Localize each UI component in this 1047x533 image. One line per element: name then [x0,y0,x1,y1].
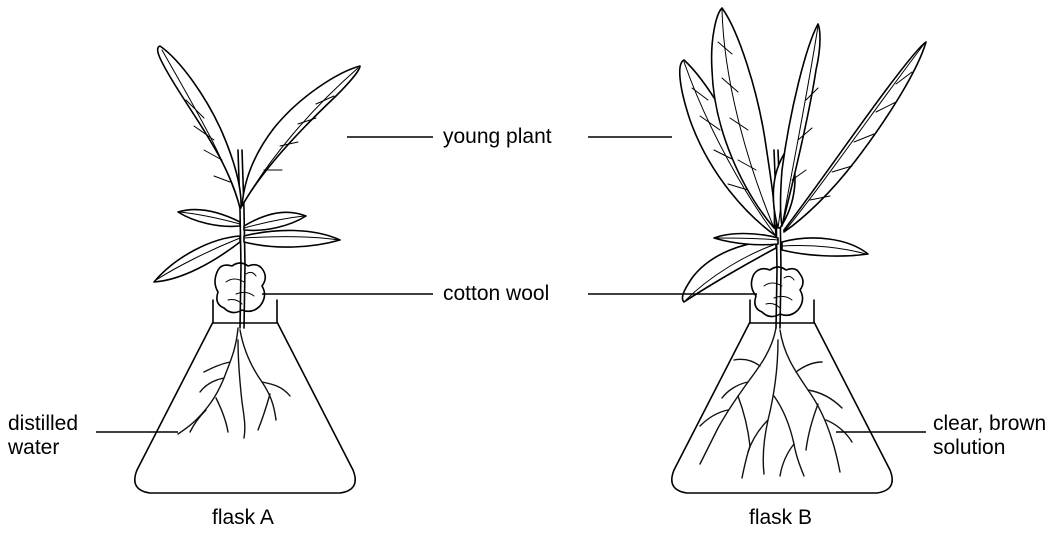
label-flask-a: flask A [212,506,274,530]
label-water: water [8,436,59,460]
label-solution: solution [933,436,1005,460]
label-flask-b: flask B [749,506,812,530]
label-cotton-wool: cotton wool [443,282,549,306]
flask-a [135,300,355,493]
flask-a-body [135,300,355,493]
flask-a-leaves [154,46,360,282]
flask-a-roots [178,328,290,438]
label-distilled: distilled [8,412,78,436]
label-young-plant: young plant [443,125,552,149]
flask-b-leaves [680,8,926,302]
flask-b-body [672,300,892,493]
flask-b [672,300,892,493]
label-clear-brown: clear, brown [933,412,1046,436]
